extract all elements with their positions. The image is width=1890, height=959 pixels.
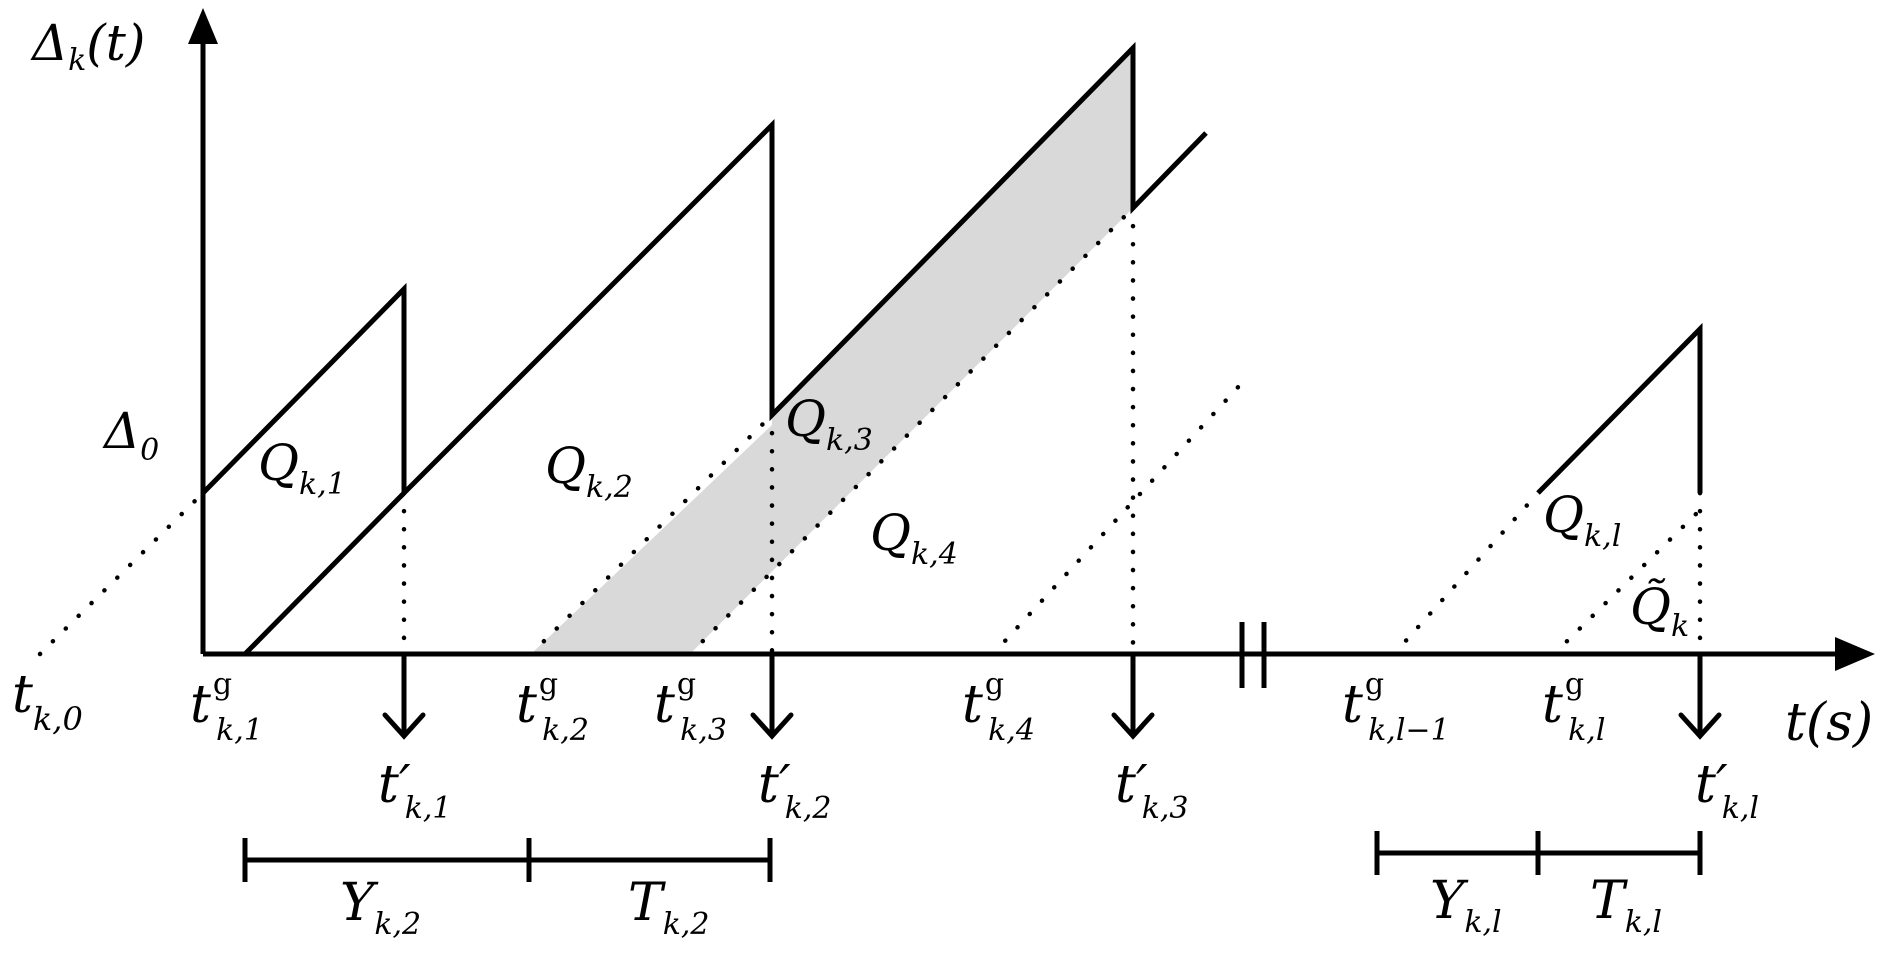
qtilde-label: Q̃k — [1630, 577, 1689, 644]
tp2-label: t′k,2 — [758, 755, 832, 826]
q4-label: Qk,4 — [870, 504, 958, 572]
interval-brackets — [242, 831, 1703, 882]
tl-label: Tk,l — [1590, 871, 1662, 940]
t0-label: tk,0 — [12, 665, 83, 738]
age-ramp-tg1 — [243, 491, 406, 656]
x-axis-arrowhead — [1835, 637, 1875, 671]
dotted-lines — [37, 205, 1703, 657]
x-axis-label: t(s) — [1785, 693, 1873, 753]
y-axis-arrowhead — [188, 8, 218, 44]
y2-label: Yk,2 — [340, 873, 421, 942]
delta0-label: Δ0 — [102, 402, 159, 468]
t2-label: Tk,2 — [628, 873, 710, 942]
age-sawtooth-l — [1536, 322, 1703, 495]
tp3-label: t′k,3 — [1115, 755, 1189, 826]
tpl-label: t′k,l — [1695, 755, 1759, 826]
yl-label: Yk,l — [1430, 871, 1502, 940]
q2-label: Qk,2 — [545, 437, 633, 505]
departure-time-labels: t′k,1 t′k,2 t′k,3 t′k,l — [378, 755, 1759, 826]
y-axis-label: Δk(t) — [30, 14, 145, 78]
ql-label: Qk,l — [1543, 486, 1621, 554]
tp1-label: t′k,1 — [378, 755, 452, 826]
q1-label: Qk,1 — [258, 434, 346, 502]
q3-label: Qk,3 — [785, 390, 873, 458]
departure-arrows — [382, 651, 1722, 740]
age-sawtooth-1 — [201, 41, 1208, 500]
